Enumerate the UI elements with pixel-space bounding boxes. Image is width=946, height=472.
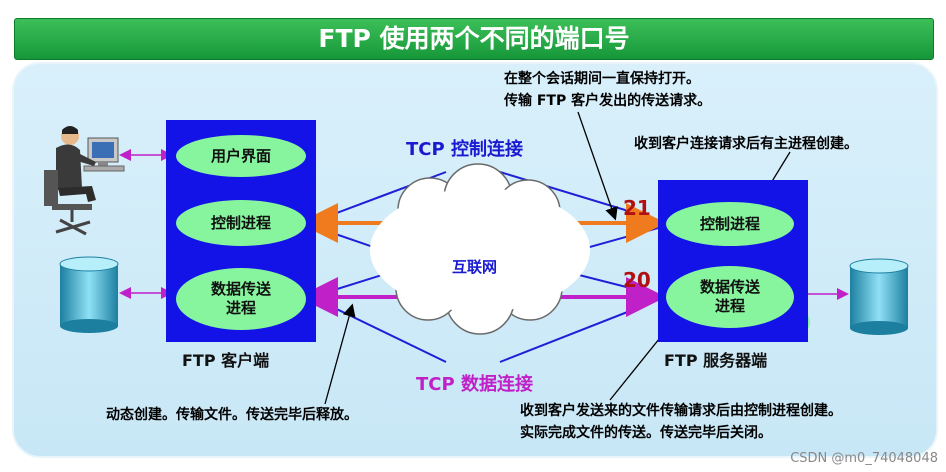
client-ui-process: 用户界面 <box>176 135 306 177</box>
user-at-computer-icon <box>44 126 125 236</box>
server-data-transfer-process: 数据传送进程 <box>666 266 794 328</box>
data-connection-label: TCP 数据连接 <box>416 374 533 395</box>
control-port-number: 21 <box>623 196 651 220</box>
note-pointer-client-data <box>324 303 356 405</box>
internet-cloud <box>370 163 590 335</box>
note-server-data-process: 收到客户发送来的文件传输请求后由控制进程创建。 实际完成文件的传送。传送完毕后关… <box>520 403 842 441</box>
internet-label: 互联网 <box>452 258 498 276</box>
note-pointer-control-conn <box>577 111 618 221</box>
server-database-icon <box>849 258 909 335</box>
server-control-process: 控制进程 <box>666 202 794 246</box>
note-client-data-process: 动态创建。传输文件。传送完毕后释放。 <box>106 407 358 423</box>
note-server-control-process: 收到客户连接请求后有主进程创建。 <box>634 136 858 152</box>
note-control-connection: 在整个会话期间一直保持打开。 传输 FTP 客户发出的传送请求。 <box>504 71 712 109</box>
client-data-transfer-process: 数据传送进程 <box>176 268 306 330</box>
server-label: FTP 服务器端 <box>664 351 768 370</box>
client-control-process: 控制进程 <box>176 200 306 246</box>
page-title: FTP 使用两个不同的端口号 <box>318 24 630 53</box>
data-port-number: 20 <box>623 268 651 292</box>
watermark: CSDN @m0_74048048 <box>790 451 938 466</box>
title-bar: FTP 使用两个不同的端口号 <box>14 18 934 60</box>
client-database-icon <box>59 256 119 333</box>
control-connection-label: TCP 控制连接 <box>406 139 523 160</box>
client-label: FTP 客户端 <box>182 351 270 370</box>
